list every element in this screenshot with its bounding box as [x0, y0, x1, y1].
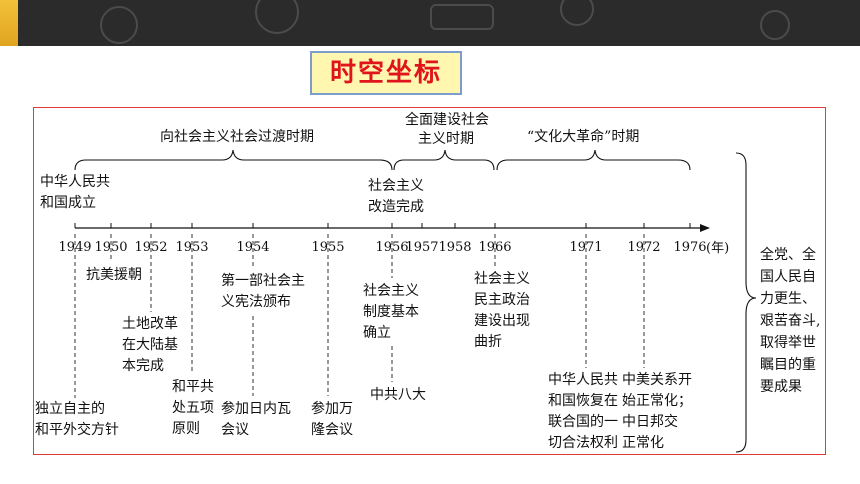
header-banner — [0, 0, 860, 46]
year-1958: 1958 — [438, 240, 472, 255]
period-cultural-revolution-label: “文化大革命”时期 — [527, 129, 640, 145]
event-land-reform-line2: 在大陆基 — [122, 337, 178, 353]
summary-line2: 国人民自 — [760, 269, 816, 285]
summary-line4: 艰苦奋斗, — [760, 313, 821, 329]
event-land-reform-line3: 本完成 — [122, 358, 164, 374]
lightbulb-doodle-icon — [100, 6, 138, 44]
ruler-doodle-icon — [430, 4, 494, 30]
leader-lines — [74, 234, 645, 398]
event-sino-us-japan-line4: 正常化 — [622, 435, 664, 451]
event-land-reform-line1: 土地改革 — [122, 316, 178, 332]
event-constitution-line1: 第一部社会主 — [221, 273, 305, 289]
event-geneva-line1: 参加日内瓦 — [221, 401, 291, 417]
star-doodle-icon — [760, 10, 790, 40]
year-1971: 1971 — [569, 240, 603, 255]
event-sino-us-japan-line1: 中美关系开 — [622, 372, 692, 388]
summary-line7: 要成果 — [760, 379, 802, 395]
label-reform-complete-line1: 社会主义 — [368, 178, 424, 194]
year-1956: 1956 — [375, 240, 409, 255]
brace-construction — [393, 149, 495, 171]
summary-line6: 瞩目的重 — [760, 357, 816, 373]
year-1954: 1954 — [236, 240, 270, 255]
event-sino-us-japan-line2: 始正常化； — [622, 393, 692, 409]
event-system-established-line3: 确立 — [363, 325, 391, 341]
year-1976: 1976 — [673, 240, 707, 255]
event-democracy-setback-line1: 社会主义 — [474, 271, 530, 287]
summary-line1: 全党、全 — [760, 247, 816, 263]
brace-transition — [74, 149, 393, 171]
year-1952: 1952 — [134, 240, 168, 255]
pencil-icon — [0, 0, 18, 46]
period-construction-label-line2: 主义时期 — [418, 131, 474, 147]
year-1955: 1955 — [311, 240, 345, 255]
period-construction-label-line1: 全面建设社会 — [405, 112, 489, 128]
year-1957: 1957 — [405, 240, 439, 255]
event-un-seat-line4: 切合法权利 — [548, 435, 618, 451]
event-sino-us-japan-line3: 中日邦交 — [622, 414, 678, 430]
event-democracy-setback-line4: 曲折 — [474, 334, 502, 350]
event-eighth-congress: 中共八大 — [370, 387, 426, 403]
event-geneva-line2: 会议 — [221, 422, 249, 438]
event-five-principles-line3: 原则 — [172, 421, 200, 437]
event-five-principles-line1: 和平共 — [172, 379, 214, 395]
event-un-seat-line2: 和国恢复在 — [548, 393, 618, 409]
event-independent-diplomacy-line1: 独立自主的 — [35, 401, 105, 417]
brace-cultural-revolution — [496, 149, 691, 171]
event-un-seat-line3: 联合国的一 — [548, 414, 618, 430]
year-1949: 1949 — [58, 240, 92, 255]
timeline-frame — [33, 107, 826, 455]
event-bandung-line1: 参加万 — [311, 401, 353, 417]
label-prc-founding-line2: 和国成立 — [40, 195, 96, 211]
event-system-established-line2: 制度基本 — [363, 304, 419, 320]
event-independent-diplomacy-line2: 和平外交方针 — [35, 422, 119, 438]
brace-summary — [735, 152, 757, 453]
event-democracy-setback-line3: 建设出现 — [474, 313, 530, 329]
year-1966: 1966 — [478, 240, 512, 255]
pushpin-doodle-icon — [560, 0, 594, 26]
page-title: 时空坐标 — [310, 51, 462, 95]
period-transition-label: 向社会主义社会过渡时期 — [160, 129, 314, 145]
summary-line5: 取得举世 — [760, 335, 816, 351]
event-five-principles-line2: 处五项 — [172, 400, 214, 416]
summary-line3: 力更生、 — [760, 291, 816, 307]
event-un-seat-line1: 中华人民共 — [548, 372, 618, 388]
year-1972: 1972 — [627, 240, 661, 255]
axis-arrow-icon — [700, 224, 710, 232]
event-system-established-line1: 社会主义 — [363, 283, 419, 299]
axis-ticks — [74, 223, 691, 228]
year-1950: 1950 — [94, 240, 128, 255]
label-prc-founding-line1: 中华人民共 — [40, 174, 110, 190]
year-1953: 1953 — [175, 240, 209, 255]
event-democracy-setback-line2: 民主政治 — [474, 292, 530, 308]
circle-doodle-icon — [255, 0, 299, 34]
axis-unit-label: (年) — [706, 241, 730, 256]
event-constitution-line2: 义宪法颁布 — [221, 294, 291, 310]
event-korea: 抗美援朝 — [86, 267, 142, 283]
event-bandung-line2: 隆会议 — [311, 422, 353, 438]
label-reform-complete-line2: 改造完成 — [368, 199, 424, 215]
